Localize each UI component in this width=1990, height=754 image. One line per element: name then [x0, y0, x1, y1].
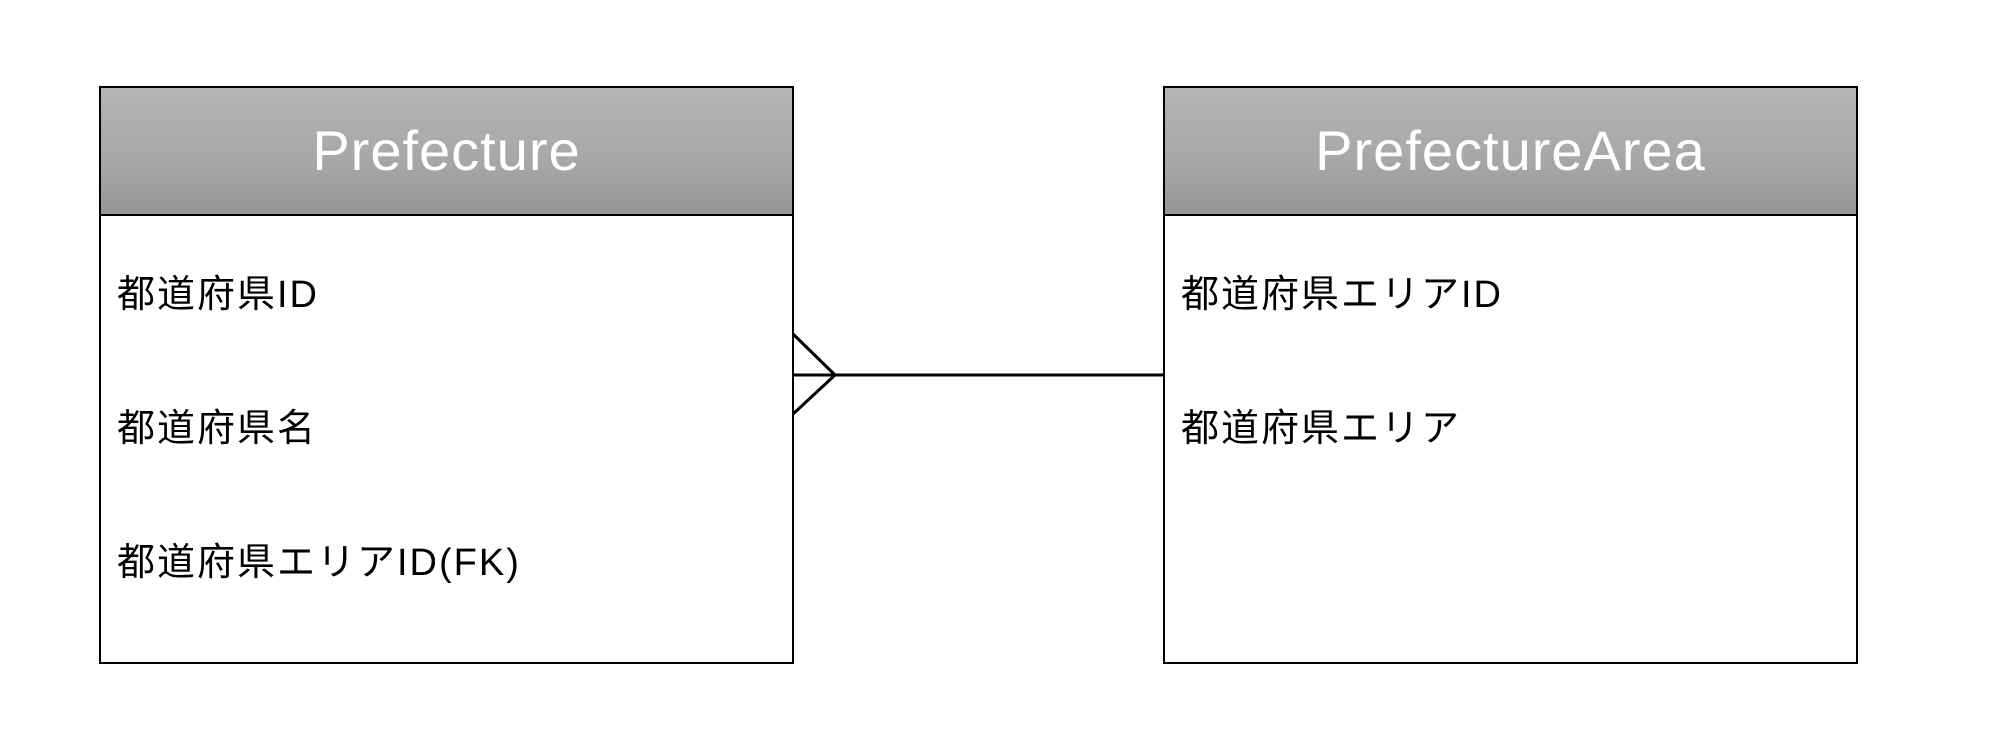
entity-prefecture-body: 都道府県ID 都道府県名 都道府県エリアID(FK) [101, 216, 792, 630]
field-row: 都道府県エリア [1165, 362, 1856, 496]
entity-title: PrefectureArea [1315, 119, 1706, 182]
field-row: 都道府県エリアID [1165, 228, 1856, 362]
crow-foot-many-icon [790, 331, 837, 417]
field-row: 都道府県ID [101, 228, 792, 362]
entity-prefecture-area[interactable]: PrefectureArea 都道府県エリアID 都道府県エリア [1163, 86, 1858, 664]
entity-prefecture[interactable]: Prefecture 都道府県ID 都道府県名 都道府県エリアID(FK) [99, 86, 794, 664]
field-label: 都道府県エリアID [1181, 274, 1504, 316]
entity-prefecture-area-header: PrefectureArea [1165, 88, 1856, 216]
entity-prefecture-area-body: 都道府県エリアID 都道府県エリア [1165, 216, 1856, 496]
field-row: 都道府県エリアID(FK) [101, 496, 792, 630]
field-label: 都道府県名 [117, 408, 318, 450]
entity-prefecture-header: Prefecture [101, 88, 792, 216]
field-label: 都道府県ID [117, 274, 320, 316]
entity-title: Prefecture [312, 119, 581, 182]
field-label: 都道府県エリアID(FK) [117, 542, 521, 584]
field-label: 都道府県エリア [1181, 408, 1462, 450]
field-row: 都道府県名 [101, 362, 792, 496]
